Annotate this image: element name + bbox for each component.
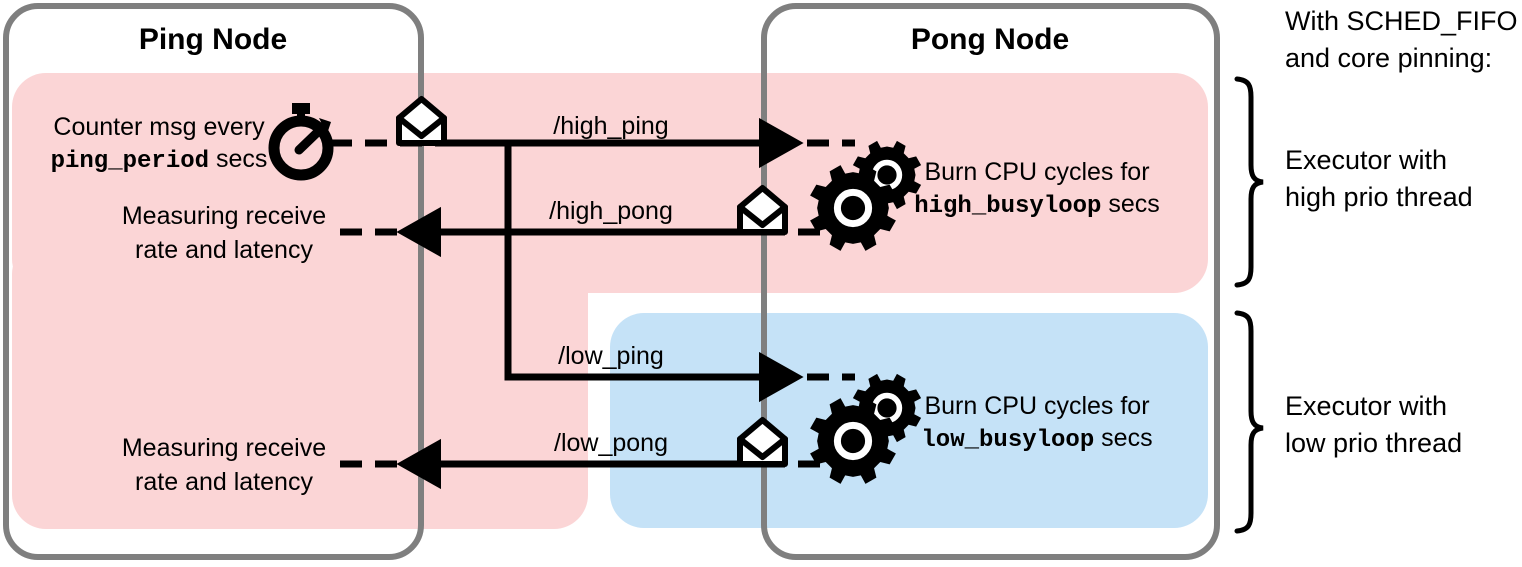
low-measure-label-line1: Measuring receive: [121, 434, 327, 462]
high-executor-label-line2: high prio thread: [1285, 182, 1473, 212]
stopwatch-icon: [268, 103, 334, 181]
topic-label-low-pong: /low_pong: [554, 429, 668, 457]
high-burn-label-line2: high_busyloop secs: [867, 190, 1207, 221]
page-title-pong-node: Pong Node: [910, 23, 1070, 56]
envelope-icon-ping-publisher: [396, 96, 447, 146]
high-busyloop-param: high_busyloop: [914, 193, 1102, 220]
low-burn-label-line1: Burn CPU cycles for: [924, 392, 1150, 420]
gears-icon-low: [810, 373, 922, 484]
low-burn-secs-suffix: secs: [1094, 424, 1153, 452]
high-burn-secs-suffix: secs: [1101, 190, 1160, 218]
low-prio-brace: [1234, 310, 1264, 534]
counter-msg-label-line2: ping_period secs: [19, 145, 299, 176]
pong-node-box: [761, 3, 1220, 560]
high-prio-region-left-tail: [12, 240, 588, 529]
ping-node-box: [3, 3, 424, 560]
envelope-icon-pong-low-subscriber: [737, 417, 788, 467]
low-busyloop-param: low_busyloop: [921, 427, 1095, 454]
low-executor-label-line2: low prio thread: [1285, 428, 1463, 458]
sched-fifo-heading-line2: and core pinning:: [1285, 43, 1493, 73]
high-executor-label-line1: Executor with: [1285, 145, 1448, 175]
page-title-ping-node: Ping Node: [138, 23, 288, 56]
high-measure-label-line1: Measuring receive: [121, 202, 327, 230]
sched-fifo-heading-line1: With SCHED_FIFO: [1285, 6, 1518, 36]
high-prio-brace: [1234, 76, 1264, 288]
envelope-icon-pong-high-subscriber: [737, 185, 788, 235]
topic-label-low-ping: /low_ping: [558, 342, 664, 370]
high-burn-label-line1: Burn CPU cycles for: [924, 158, 1150, 186]
low-executor-label-line1: Executor with: [1285, 391, 1448, 421]
low-burn-label-line2: low_busyloop secs: [867, 424, 1207, 455]
counter-msg-secs-suffix: secs: [209, 145, 268, 173]
low-measure-label-line2: rate and latency: [135, 468, 313, 496]
high-measure-label-line2: rate and latency: [135, 236, 313, 264]
publisher-branch-line: [504, 146, 763, 381]
ping-period-param: ping_period: [50, 148, 210, 175]
topic-label-high-pong: /high_pong: [549, 197, 673, 225]
topic-label-high-ping: /high_ping: [553, 112, 669, 140]
counter-msg-label-line1: Counter msg every: [53, 113, 265, 141]
gears-icon-high: [810, 140, 922, 251]
